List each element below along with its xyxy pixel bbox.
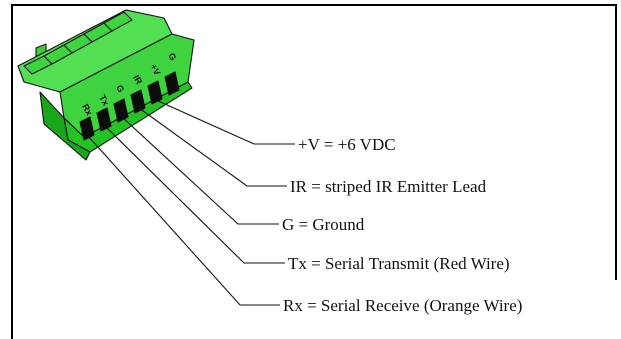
pin-labels: Rx Tx G IR +V G [80,51,178,117]
pin-label-g2: G [166,51,178,62]
screw-ridge [103,11,133,32]
wire-entry-hole-ir [130,89,146,114]
wire-entry-hole-rx [79,116,95,141]
pin-label-g1: G [114,83,126,94]
wire-entry-hole-g1 [113,98,129,123]
wire-entry-hole-tx [96,107,112,132]
leader-line-g [121,116,279,225]
pin-label-rx: Rx [80,102,94,117]
terminal-block-connector [17,9,195,161]
pin-label-tx: Tx [97,93,111,107]
callouts: +V = +6 VDC IR = striped IR Emitter Lead… [282,135,522,315]
wire-entry-hole-v [147,80,163,105]
callout-tx: Tx = Serial Transmit (Red Wire) [288,254,510,273]
leader-line-v [155,99,295,145]
callout-v: +V = +6 VDC [298,135,396,154]
callout-rx: Rx = Serial Receive (Orange Wire) [283,296,522,315]
connector-bottom [39,91,91,161]
screw-ridges [23,11,133,75]
diagram-frame [11,4,617,339]
leader-lines [87,99,295,306]
callout-g: G = Ground [282,215,365,234]
pin-label-v: +V [148,62,162,77]
wire-entry-hole-g2 [164,71,180,96]
leader-line-rx [87,135,280,306]
leader-line-tx [104,125,285,264]
leader-line-ir [138,107,287,187]
wire-entry-holes [79,71,180,141]
callout-ir: IR = striped IR Emitter Lead [290,177,487,196]
